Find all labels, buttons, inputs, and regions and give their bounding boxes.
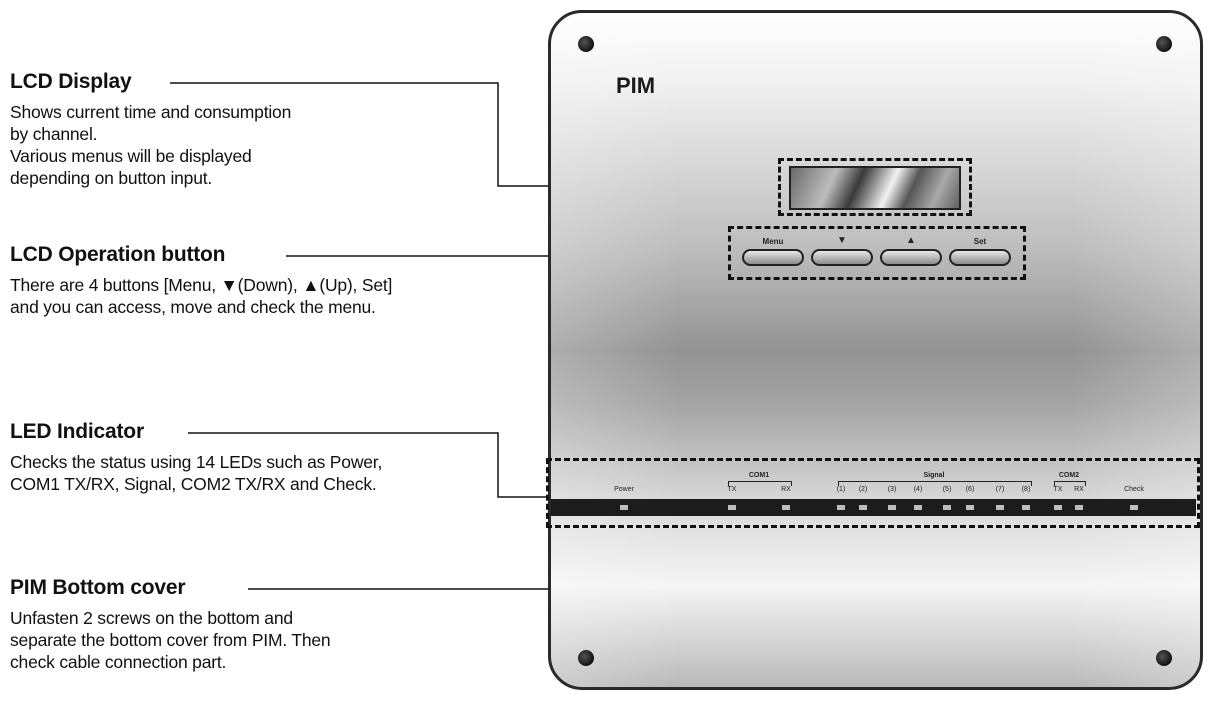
led-label-power: Power (614, 486, 634, 493)
led-label-check: Check (1124, 486, 1144, 493)
led-label-signal-8: (8) (1021, 486, 1031, 493)
led-indicator-title: LED Indicator (10, 420, 144, 443)
pim-device-panel (548, 10, 1203, 690)
led-signal-6 (966, 505, 974, 510)
led-label-com2-tx: TX (1053, 486, 1063, 493)
desc-line: Various menus will be displayed (10, 146, 252, 166)
led-power (620, 505, 628, 510)
led-signal-5 (943, 505, 951, 510)
led-indicator-description: Checks the status using 14 LEDs such as … (10, 451, 382, 495)
desc-line: depending on button input. (10, 168, 213, 188)
led-label-signal-7: (7) (995, 486, 1005, 493)
lcd-display-highlight (778, 158, 972, 216)
down-button-label: ▼ (837, 235, 847, 246)
led-group-com2-bracket (1054, 481, 1086, 486)
screw-icon (1156, 36, 1172, 52)
callout-lcd-operation: LCD Operation button There are 4 buttons… (10, 242, 392, 318)
lcd-display-description: Shows current time and consumption by ch… (10, 101, 291, 189)
desc-line: Checks the status using 14 LEDs such as … (10, 452, 383, 472)
led-group-com1-label: COM1 (748, 472, 770, 479)
desc-line: COM1 TX/RX, Signal, COM2 TX/RX and Check… (10, 474, 377, 494)
up-button-label: ▲ (906, 235, 916, 246)
led-label-com1-tx: TX (727, 486, 737, 493)
led-indicator-highlight (546, 458, 1200, 528)
desc-line: Unfasten 2 screws on the bottom and (10, 608, 293, 628)
led-label-signal-1: (1) (836, 486, 846, 493)
led-group-com1-bracket (728, 481, 792, 486)
menu-button[interactable] (742, 249, 804, 266)
bottom-cover-title: PIM Bottom cover (10, 576, 186, 599)
lcd-operation-description: There are 4 buttons [Menu, ▼(Down), ▲(Up… (10, 274, 392, 318)
led-com2-rx (1075, 505, 1083, 510)
led-signal-3 (888, 505, 896, 510)
led-label-com1-rx: RX (781, 486, 791, 493)
screw-icon (578, 36, 594, 52)
led-label-signal-4: (4) (913, 486, 923, 493)
callout-led-indicator: LED Indicator Checks the status using 14… (10, 419, 382, 495)
led-check (1130, 505, 1138, 510)
led-com1-rx (782, 505, 790, 510)
desc-line: by channel. (10, 124, 98, 144)
lcd-buttons-highlight (728, 226, 1026, 280)
callout-bottom-cover: PIM Bottom cover Unfasten 2 screws on th… (10, 575, 331, 673)
led-signal-2 (859, 505, 867, 510)
led-label-com2-rx: RX (1074, 486, 1084, 493)
set-button[interactable] (949, 249, 1011, 266)
led-label-signal-6: (6) (965, 486, 975, 493)
lcd-screen (789, 166, 961, 210)
led-label-signal-2: (2) (858, 486, 868, 493)
lcd-operation-title: LCD Operation button (10, 243, 226, 266)
bottom-cover-description: Unfasten 2 screws on the bottom and sepa… (10, 607, 331, 673)
desc-line: check cable connection part. (10, 652, 227, 672)
lcd-display-title: LCD Display (10, 70, 132, 93)
led-group-signal-bracket (838, 481, 1032, 486)
led-com2-tx (1054, 505, 1062, 510)
desc-line: and you can access, move and check the m… (10, 297, 376, 317)
device-label: PIM (616, 73, 656, 98)
up-button[interactable] (880, 249, 942, 266)
desc-line: There are 4 buttons [Menu, ▼(Down), ▲(Up… (10, 275, 393, 295)
desc-line: Shows current time and consumption (10, 102, 292, 122)
callout-lcd-display: LCD Display Shows current time and consu… (10, 69, 291, 189)
led-label-signal-5: (5) (942, 486, 952, 493)
screw-icon (1156, 650, 1172, 666)
down-button[interactable] (811, 249, 873, 266)
led-signal-4 (914, 505, 922, 510)
led-com1-tx (728, 505, 736, 510)
desc-line: separate the bottom cover from PIM. Then (10, 630, 331, 650)
led-group-com2-label: COM2 (1058, 472, 1080, 479)
led-signal-1 (837, 505, 845, 510)
led-indicator-leader (188, 432, 548, 498)
led-strip (551, 499, 1196, 516)
menu-button-label: Menu (762, 237, 784, 246)
led-signal-7 (996, 505, 1004, 510)
screw-icon (578, 650, 594, 666)
led-signal-8 (1022, 505, 1030, 510)
led-group-signal-label: Signal (923, 472, 945, 479)
set-button-label: Set (973, 237, 987, 246)
led-label-signal-3: (3) (887, 486, 897, 493)
